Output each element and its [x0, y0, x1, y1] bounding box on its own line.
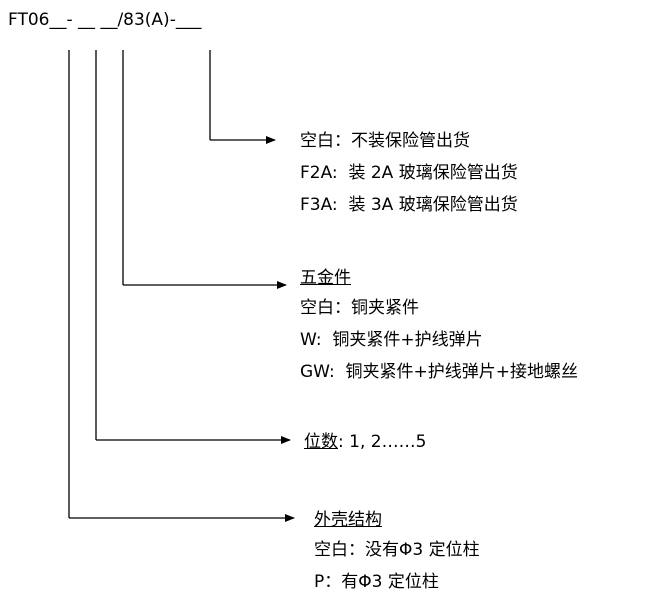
shell-connector [68, 50, 295, 522]
hardware-connector [122, 50, 287, 289]
positions-connector [95, 50, 291, 444]
hardware-option-w: W: 铜夹紧件+护线弹片 [300, 330, 483, 350]
fuse-option-f3a: F3A: 装 3A 玻璃保险管出货 [300, 195, 518, 215]
hardware-option-blank: 空白：铜夹紧件 [300, 298, 419, 318]
fuse-option-blank: 空白：不装保险管出货 [300, 131, 470, 151]
positions-title: 位数 [304, 432, 338, 452]
positions-row: 位数: 1, 2……5 [304, 432, 426, 452]
shell-option-p: P：有Φ3 定位柱 [314, 572, 439, 592]
fuse-option-f2a: F2A: 装 2A 玻璃保险管出货 [300, 163, 518, 183]
hardware-option-gw: GW: 铜夹紧件+护线弹片+接地螺丝 [300, 362, 579, 382]
hardware-title: 五金件 [300, 268, 351, 288]
part-code: FT06__- __ __/83(A)-___ [8, 10, 202, 30]
positions-value: : 1, 2……5 [338, 432, 427, 452]
shell-option-blank: 空白：没有Φ3 定位柱 [314, 540, 480, 560]
shell-title: 外壳结构 [314, 510, 382, 530]
fuse-connector [209, 50, 276, 144]
